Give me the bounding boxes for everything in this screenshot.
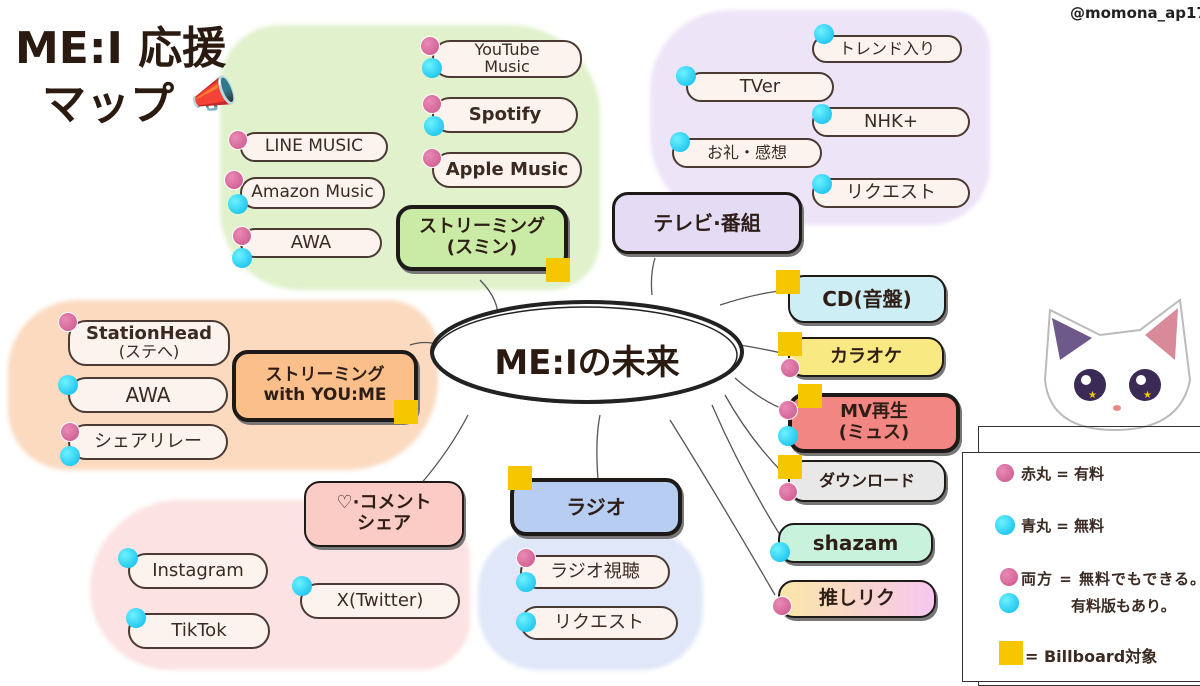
node-stationhead-sub: (ステへ) bbox=[118, 342, 180, 362]
node-oshi-request: 推しリク bbox=[778, 580, 936, 618]
page-title: ME:I 応援 bbox=[15, 23, 227, 74]
node-line-music: LINE MUSIC bbox=[240, 132, 388, 162]
free-dot bbox=[814, 24, 834, 44]
billboard-marker bbox=[394, 400, 418, 424]
legend-both: 両方 = 無料でもできる。 bbox=[1021, 570, 1200, 588]
page-title-line2: マップ bbox=[42, 79, 174, 130]
paid-dot bbox=[60, 422, 80, 442]
free-dot bbox=[778, 426, 798, 446]
legend-free: 青丸 = 無料 bbox=[1021, 517, 1105, 535]
node-tiktok: TikTok bbox=[128, 613, 270, 649]
free-dot bbox=[126, 608, 146, 628]
billboard-marker bbox=[778, 455, 802, 479]
radio-region bbox=[478, 530, 703, 670]
category-streaming-sub: (スミン) bbox=[446, 237, 518, 258]
billboard-marker bbox=[778, 332, 802, 356]
node-awa-youme: AWA bbox=[68, 377, 228, 413]
free-dot bbox=[516, 572, 536, 592]
free-dot bbox=[118, 548, 138, 568]
free-dot bbox=[422, 58, 442, 78]
node-tver: TVer bbox=[686, 72, 834, 102]
svg-text:★: ★ bbox=[1143, 390, 1152, 401]
free-dot bbox=[424, 116, 444, 136]
megaphone-icon: 📣 bbox=[190, 72, 238, 116]
category-streaming: ストリーミング (スミン) bbox=[396, 205, 568, 271]
node-cd: CD(音盤) bbox=[788, 275, 946, 323]
node-x-twitter: X(Twitter) bbox=[300, 583, 460, 619]
node-mv-sub: (ミュス) bbox=[838, 422, 910, 443]
free-dot bbox=[812, 104, 832, 124]
node-radio-request: リクエスト bbox=[520, 606, 678, 640]
free-dot bbox=[812, 174, 832, 194]
paid-dot bbox=[420, 36, 440, 56]
node-apple-music: Apple Music bbox=[432, 152, 582, 188]
free-dot bbox=[995, 515, 1015, 535]
node-instagram: Instagram bbox=[128, 553, 268, 589]
paid-dot bbox=[224, 170, 244, 190]
node-stationhead: StationHead(ステへ) bbox=[68, 320, 230, 366]
free-dot bbox=[770, 542, 790, 562]
legend: 赤丸 = 有料 青丸 = 無料 両方 = 無料でもできる。 有料版もあり。 = … bbox=[962, 452, 1200, 682]
free-dot bbox=[292, 576, 312, 596]
category-youme-sub: with YOU:ME bbox=[263, 385, 387, 405]
node-thanks: お礼・感想 bbox=[672, 138, 822, 168]
node-stationhead-label: StationHead bbox=[86, 323, 212, 345]
billboard-marker bbox=[776, 270, 800, 294]
category-tv: テレビ·番組 bbox=[612, 192, 802, 254]
node-youtube-music: YouTube Music bbox=[432, 40, 582, 78]
billboard-marker bbox=[999, 641, 1023, 665]
node-amazon-music: Amazon Music bbox=[240, 177, 385, 209]
node-share-relay: シェアリレー bbox=[68, 424, 228, 460]
free-dot bbox=[999, 593, 1019, 613]
paid-dot bbox=[232, 226, 252, 246]
author-handle: @momona_ap1702 bbox=[1070, 4, 1200, 22]
category-sns-label: ♡·コメント bbox=[336, 492, 432, 514]
paid-dot bbox=[778, 400, 798, 420]
paid-dot bbox=[780, 358, 800, 378]
node-trend: トレンド入り bbox=[812, 35, 962, 63]
paid-dot bbox=[999, 567, 1019, 587]
category-streaming-label: ストリーミング bbox=[419, 216, 545, 238]
billboard-marker bbox=[798, 384, 822, 408]
free-dot bbox=[228, 194, 248, 214]
free-dot bbox=[232, 248, 252, 268]
paid-dot bbox=[58, 312, 78, 332]
paid-dot bbox=[772, 596, 792, 616]
paid-dot bbox=[516, 548, 536, 568]
legend-billboard: = Billboard対象 bbox=[1025, 647, 1158, 666]
billboard-marker bbox=[508, 466, 532, 490]
svg-text:★: ★ bbox=[1088, 390, 1097, 401]
paid-dot bbox=[228, 130, 248, 150]
paid-dot bbox=[422, 94, 442, 114]
paid-dot bbox=[778, 482, 798, 502]
paid-dot bbox=[995, 463, 1015, 483]
free-dot bbox=[676, 66, 696, 86]
legend-paid: 赤丸 = 有料 bbox=[1021, 465, 1105, 483]
cat-mascot-illustration: ★★ bbox=[1043, 298, 1192, 432]
node-radio-listen: ラジオ視聴 bbox=[520, 555, 670, 589]
free-dot bbox=[670, 132, 690, 152]
node-spotify: Spotify bbox=[432, 97, 578, 133]
node-mv-label: MV再生 bbox=[840, 401, 908, 423]
center-title: ME:Iの未来 bbox=[494, 343, 680, 383]
node-download: ダウンロード bbox=[788, 460, 946, 502]
free-dot bbox=[516, 612, 536, 632]
category-youme-label: ストリーミング bbox=[265, 365, 385, 386]
node-tv-request: リクエスト bbox=[812, 178, 970, 208]
category-sns-sub: シェア bbox=[357, 513, 411, 534]
node-shazam: shazam bbox=[778, 523, 933, 563]
billboard-marker bbox=[546, 258, 570, 282]
paid-dot bbox=[422, 148, 442, 168]
free-dot bbox=[58, 375, 78, 395]
free-dot bbox=[60, 446, 80, 466]
legend-both-note: 有料版もあり。 bbox=[1071, 597, 1176, 615]
node-awa: AWA bbox=[240, 228, 382, 258]
category-radio: ラジオ bbox=[510, 478, 682, 536]
node-karaoke: カラオケ bbox=[788, 337, 944, 377]
category-sns: ♡·コメントシェア bbox=[304, 481, 464, 547]
node-nhk-plus: NHK+ bbox=[812, 107, 970, 137]
center-ellipse bbox=[430, 300, 744, 404]
